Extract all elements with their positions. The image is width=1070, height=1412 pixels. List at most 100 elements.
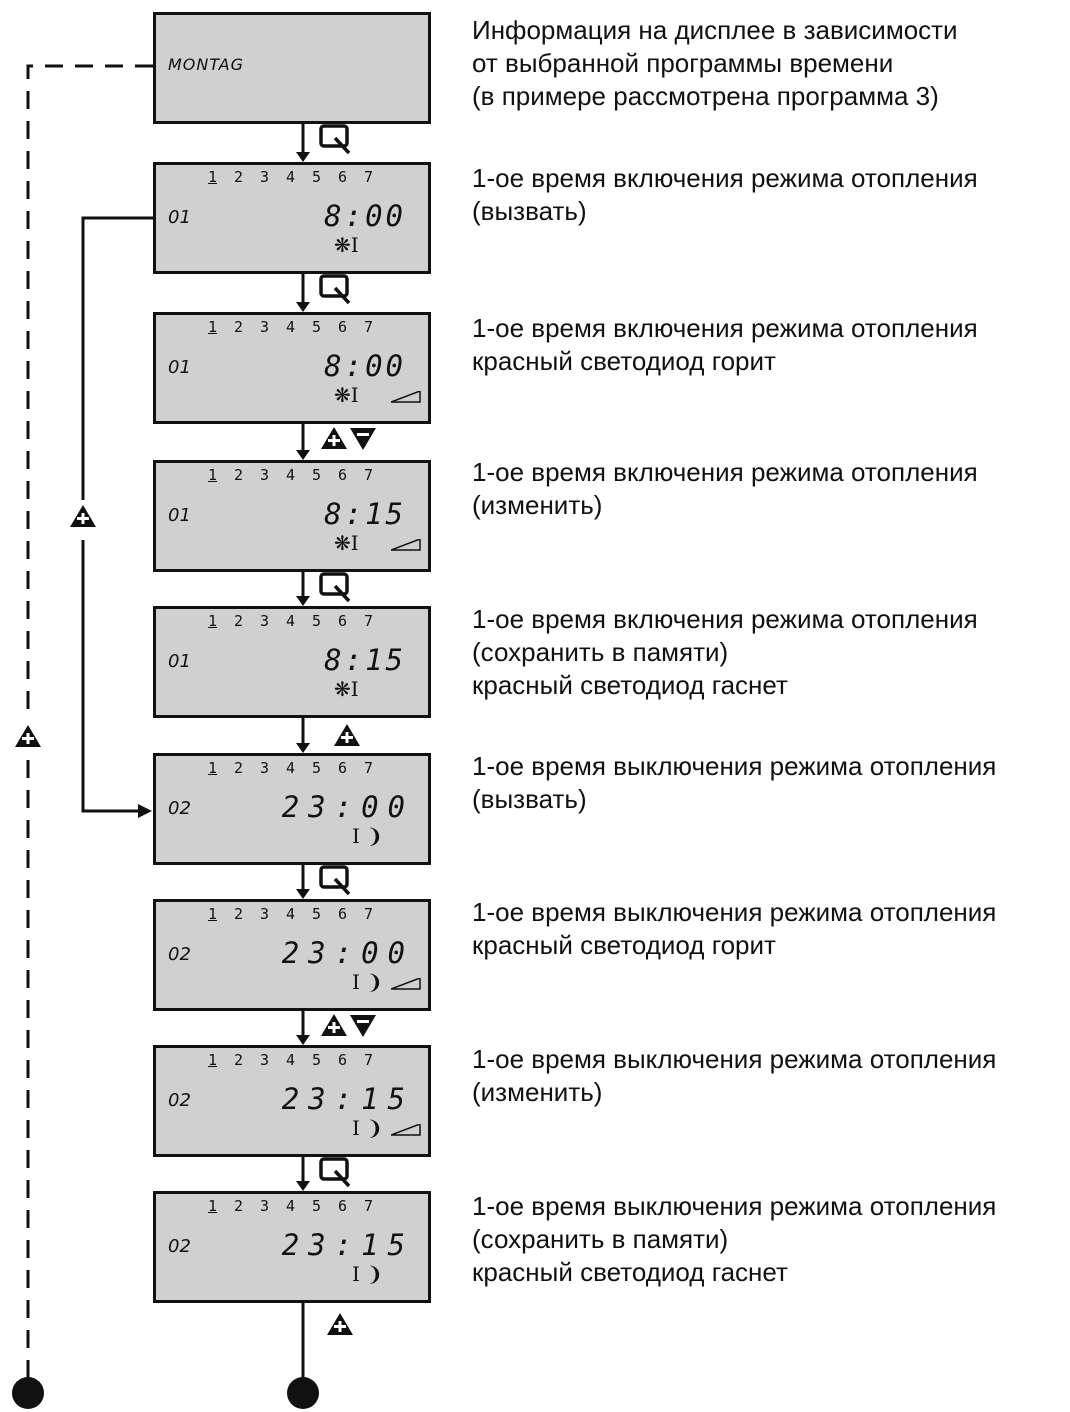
- plus-button-icon: [321, 427, 347, 449]
- weekday-number: 4: [286, 905, 296, 923]
- weekday-number: 2: [234, 318, 244, 336]
- weekday-number: 3: [260, 905, 270, 923]
- moon-icon: I ❩: [352, 1116, 384, 1140]
- description-line: 1-ое время выключения режима отопления: [472, 1044, 997, 1074]
- description-line: (изменить): [472, 490, 603, 520]
- weekday-number: 4: [286, 1051, 296, 1069]
- weekday-number: 5: [312, 1051, 322, 1069]
- moon-icon: I ❩: [352, 824, 384, 848]
- weekday-number: 3: [260, 759, 270, 777]
- description-line: 1-ое время включения режима отопления: [472, 313, 978, 343]
- weekday-number: 5: [312, 1197, 322, 1215]
- description-line: 1-ое время включения режима отопления: [472, 163, 978, 193]
- magnifier-button-icon: [319, 1157, 351, 1188]
- weekday-number: 5: [312, 612, 322, 630]
- arrow-head-icon: [296, 889, 310, 899]
- arrow-head-icon: [138, 804, 152, 818]
- time-readout: 23:15: [281, 1082, 414, 1116]
- time-readout: 8:00: [324, 199, 406, 233]
- weekday-number: 4: [286, 612, 296, 630]
- step-description: 1-ое время включения режима отопления(со…: [472, 603, 1062, 702]
- weekday-number: 7: [364, 168, 374, 186]
- arrow-head-icon: [296, 152, 310, 162]
- arrow-head-icon: [296, 302, 310, 312]
- description-line: (сохранить в памяти): [472, 1224, 729, 1254]
- weekday-number: 6: [338, 318, 348, 336]
- weekday-number: 4: [286, 466, 296, 484]
- weekday-number: 4: [286, 168, 296, 186]
- weekday-number: 5: [312, 905, 322, 923]
- weekday-number: 7: [364, 759, 374, 777]
- sun-icon: ❋I: [334, 233, 359, 257]
- description-line: красный светодиод горит: [472, 930, 776, 960]
- weekday-number: 7: [364, 612, 374, 630]
- description-line: красный светодиод гаснет: [472, 1257, 788, 1287]
- weekday-number: 6: [338, 612, 348, 630]
- weekday-number: 6: [338, 168, 348, 186]
- weekday-number: 4: [286, 1197, 296, 1215]
- weekday-number: 6: [338, 759, 348, 777]
- description-line: 1-ое время выключения режима отопления: [472, 751, 997, 781]
- magnifier-button-icon: [319, 572, 351, 603]
- outer-loop-dashed-line: [26, 64, 153, 720]
- minus-button-icon: [350, 1015, 376, 1037]
- weekday-number: 5: [312, 759, 322, 777]
- step-description: 1-ое время включения режима отопления(вы…: [472, 162, 1062, 228]
- end-node: [12, 1377, 44, 1409]
- program-step-code: 01: [168, 357, 191, 378]
- ramp-icon: [391, 1124, 421, 1136]
- weekday-number: 5: [312, 466, 322, 484]
- step-description: 1-ое время включения режима отопления(из…: [472, 456, 1062, 522]
- description-line: (вызвать): [472, 784, 587, 814]
- minus-button-icon: [350, 428, 376, 450]
- step-description: 1-ое время выключения режима отопления(с…: [472, 1190, 1062, 1289]
- ramp-icon: [391, 978, 421, 990]
- magnifier-button-icon: [319, 865, 351, 896]
- time-readout: 8:15: [324, 497, 406, 531]
- weekday-number: 2: [234, 168, 244, 186]
- weekday-number: 3: [260, 612, 270, 630]
- weekday-number: 1: [208, 318, 218, 336]
- description-line: Информация на дисплее в зависимости: [472, 15, 958, 45]
- weekday-number: 2: [234, 466, 244, 484]
- weekday-number: 4: [286, 318, 296, 336]
- arrow-head-icon: [296, 450, 310, 460]
- weekday-number: 3: [260, 318, 270, 336]
- program-step-code: 01: [168, 651, 191, 672]
- arrow-head-icon: [296, 743, 310, 753]
- ramp-icon: [391, 391, 421, 403]
- description-line: (сохранить в памяти): [472, 637, 729, 667]
- program-step-code: 01: [168, 505, 191, 526]
- arrow-head-icon: [296, 1181, 310, 1191]
- description-line: (вызвать): [472, 196, 587, 226]
- weekday-number: 7: [364, 318, 374, 336]
- day-name-label: MONTAG: [168, 55, 245, 74]
- description-line: от выбранной программы времени: [472, 48, 894, 78]
- inner-loop-line: [81, 540, 140, 813]
- plus-button-icon: [327, 1313, 353, 1335]
- sun-icon: ❋I: [334, 531, 359, 555]
- weekday-number: 4: [286, 759, 296, 777]
- description-line: 1-ое время выключения режима отопления: [472, 897, 997, 927]
- weekday-number: 3: [260, 1051, 270, 1069]
- weekday-number: 1: [208, 612, 218, 630]
- weekday-number: 2: [234, 612, 244, 630]
- description-line: (в примере рассмотрена программа 3): [472, 81, 939, 111]
- weekday-number: 7: [364, 1197, 374, 1215]
- arrow-head-icon: [296, 596, 310, 606]
- weekday-number: 2: [234, 1197, 244, 1215]
- weekday-number: 2: [234, 759, 244, 777]
- magnifier-button-icon: [319, 124, 351, 155]
- weekday-number: 1: [208, 1197, 218, 1215]
